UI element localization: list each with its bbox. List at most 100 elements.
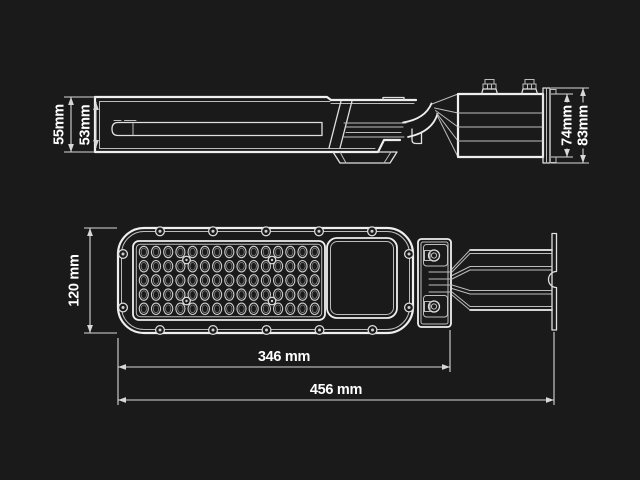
led-lens [236, 274, 247, 287]
dimension-arrowhead [546, 397, 554, 403]
led-lens [224, 245, 235, 259]
led-lens [150, 259, 162, 273]
dimension-arrowhead [87, 228, 93, 236]
led-lens [212, 288, 223, 301]
led-lens [175, 288, 186, 301]
led-lens [163, 288, 174, 301]
dimension-arrowhead [580, 155, 586, 163]
led-lens [138, 245, 149, 259]
dimension-456mm: 456 mm [118, 332, 555, 405]
led-lens [248, 274, 259, 287]
led-lens [248, 288, 259, 301]
led-array [138, 245, 320, 316]
dimension-83mm: 83mm [551, 87, 592, 164]
dimension-arrowhead [118, 397, 126, 403]
led-lens [285, 302, 296, 316]
dim-label-53mm: 53mm [78, 105, 94, 146]
led-lens [224, 274, 235, 287]
led-lens [297, 274, 308, 287]
led-lens [199, 288, 210, 301]
led-lens [260, 288, 272, 301]
led-lens [236, 302, 247, 316]
rear-top-tab [382, 96, 405, 101]
led-lens [260, 259, 272, 273]
pole-mount-plate [547, 232, 558, 331]
dimension-53mm: 53mm [78, 102, 97, 148]
led-lens [150, 245, 162, 259]
mounting-flange [542, 87, 557, 164]
cable-gland [520, 79, 539, 95]
led-lens [248, 302, 259, 316]
led-lens [273, 302, 284, 316]
dim-label-74mm: 74mm [560, 105, 576, 146]
led-lens [163, 274, 174, 287]
cable-gland [480, 79, 499, 95]
led-lens [248, 245, 259, 259]
mounting-arm [451, 249, 553, 311]
lens-screws [182, 255, 277, 306]
bracket-throat-lines [428, 271, 453, 293]
led-lens [236, 259, 247, 273]
led-lens [175, 245, 186, 259]
led-lens [212, 245, 223, 259]
led-lens [273, 274, 284, 287]
led-lens [273, 288, 284, 301]
side-housing [93, 93, 459, 164]
led-lens [212, 274, 223, 287]
dimension-arrows [68, 88, 586, 403]
led-lens [212, 302, 223, 316]
led-lens [175, 259, 186, 273]
dim-label-346mm: 346 mm [258, 349, 310, 365]
dimension-arrowhead [93, 140, 99, 148]
led-lens [309, 288, 320, 301]
led-lens [187, 288, 198, 301]
dimension-arrowhead [564, 94, 570, 102]
led-lens [309, 274, 320, 287]
led-panel [132, 240, 326, 321]
mounting-bracket [417, 238, 453, 328]
dim-label-456mm: 456 mm [310, 382, 362, 398]
led-lens [224, 259, 235, 273]
dimension-arrowhead [118, 364, 126, 370]
led-lens [248, 259, 259, 273]
led-lens [236, 288, 247, 301]
side-arm-bar [343, 122, 407, 138]
led-lens [150, 274, 162, 287]
led-lens [175, 302, 186, 316]
led-lens [187, 302, 198, 316]
plan-view: 120 mm 346 mm 456 mm [66, 226, 558, 405]
led-lens [138, 302, 149, 316]
led-lens [260, 302, 272, 316]
bracket-bolt [424, 300, 441, 313]
dim-label-55mm: 55mm [52, 104, 68, 145]
led-lens [224, 302, 235, 316]
led-lens [187, 259, 198, 273]
side-housing-top-edge [93, 95, 418, 102]
neck-foot [411, 128, 423, 145]
led-lens [199, 245, 210, 259]
swan-neck [402, 102, 439, 138]
bottom-bracket [332, 151, 398, 164]
driver-box-ribs [457, 112, 544, 142]
dimension-arrowhead [580, 88, 586, 96]
dimension-120mm: 120 mm [66, 227, 117, 334]
led-lens [199, 274, 210, 287]
bracket-bolt [424, 249, 441, 262]
led-lens [163, 302, 174, 316]
dimension-346mm: 346 mm [117, 330, 451, 405]
housing-screws [117, 226, 415, 336]
dimension-arrowhead [564, 149, 570, 157]
led-lens [297, 302, 308, 316]
led-lens [138, 274, 149, 287]
dimension-arrowhead [442, 364, 450, 370]
led-lens [273, 245, 284, 259]
led-lens [138, 259, 149, 273]
side-view: 55mm 53mm 74mm 83mm [51, 79, 592, 164]
led-lens [309, 259, 320, 273]
led-lens [150, 288, 162, 301]
led-lens [285, 245, 296, 259]
side-housing-bottom-edge [93, 138, 402, 154]
led-lens [199, 259, 210, 273]
